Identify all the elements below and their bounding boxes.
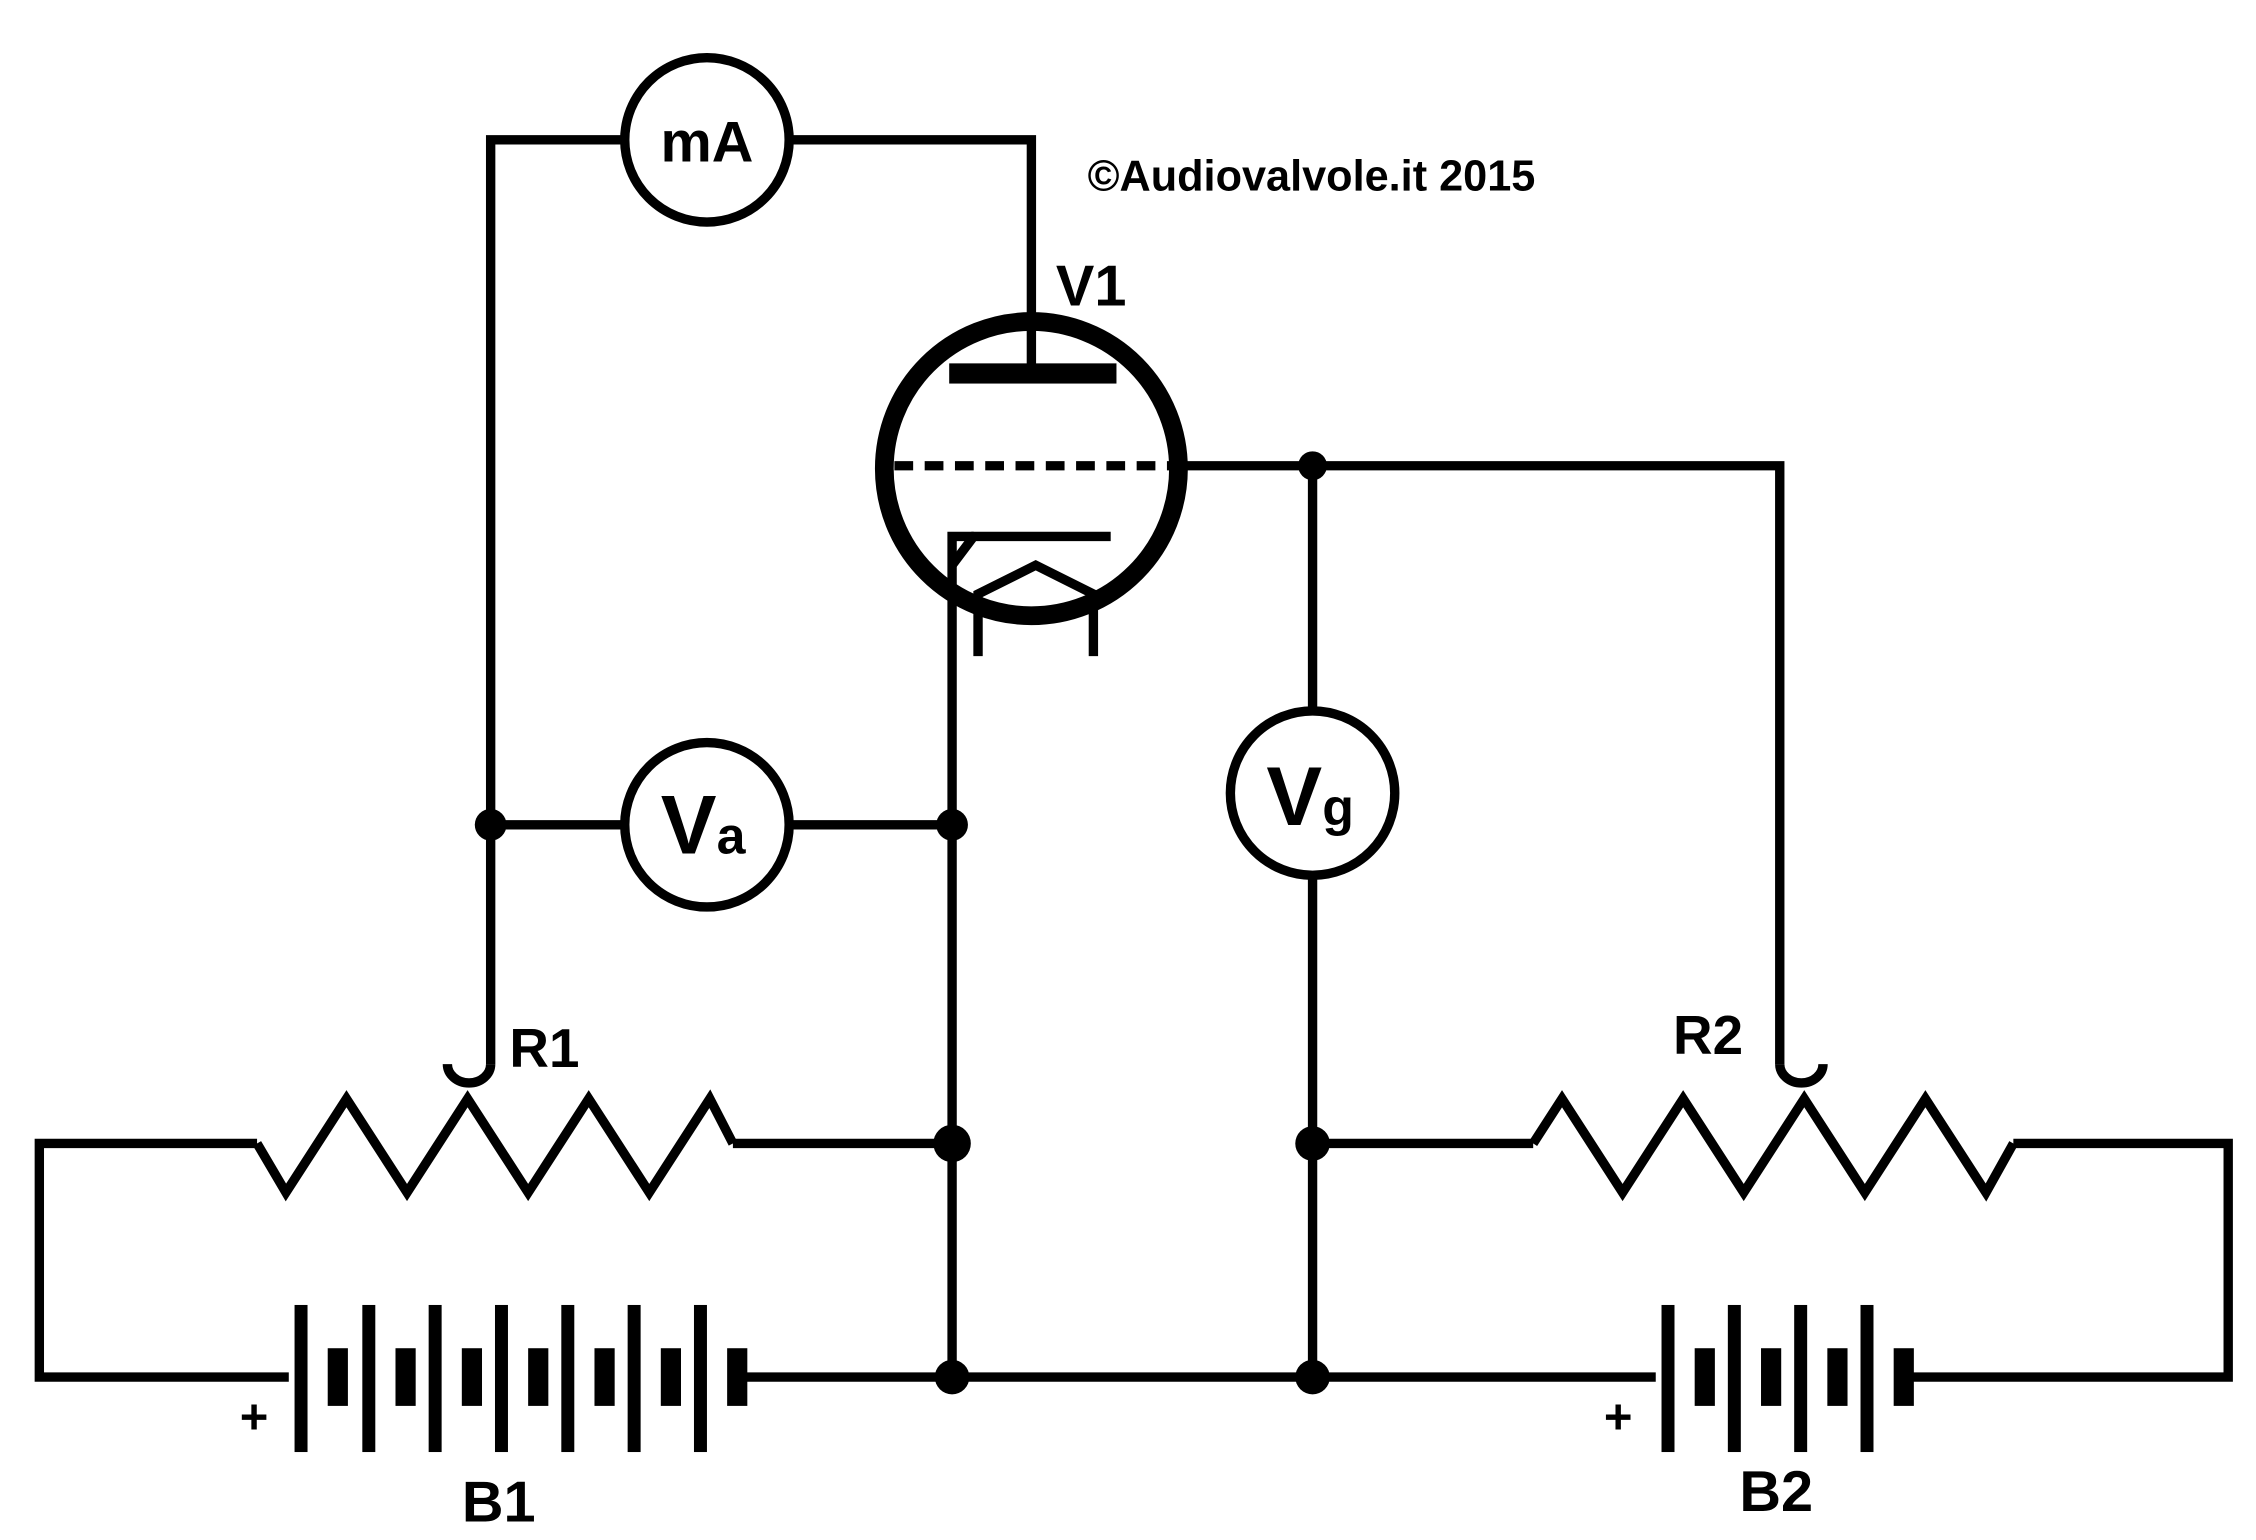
triode-v1 — [874, 312, 1188, 657]
resistor-r2-label: R2 — [1673, 1004, 1743, 1066]
grid-voltmeter-circle — [1225, 706, 1400, 880]
r1-wiper-arrow — [442, 1063, 496, 1088]
battery-b2-label: B2 — [1739, 1460, 1813, 1524]
anode-voltmeter-subscript: a — [717, 808, 747, 866]
grid-voltmeter-v: V — [1266, 749, 1322, 843]
junction-dot — [933, 1124, 971, 1163]
battery-b2 — [1661, 1304, 1914, 1453]
resistor-r1-label: R1 — [509, 1017, 579, 1079]
r2-wiper-arrow — [1775, 1063, 1828, 1088]
wire-b2-to-r2-right — [1910, 1138, 2233, 1382]
tube-label: V1 — [1056, 255, 1127, 319]
milliammeter-label: mA — [660, 110, 753, 174]
junction-dot — [934, 1359, 970, 1395]
wire-r1-left-to-b1 — [34, 1138, 289, 1382]
tube-envelope — [874, 312, 1188, 626]
heater-filament — [973, 560, 1099, 657]
junctions — [474, 451, 1330, 1395]
junction-dot — [1295, 1126, 1330, 1161]
battery-b1-plus: + — [240, 1390, 269, 1444]
wire-cathode-column — [947, 531, 974, 1378]
anode-voltmeter-v: V — [661, 778, 717, 872]
resistor-r1 — [253, 1089, 738, 1202]
junction-dot — [474, 808, 507, 841]
battery-b2-plus: + — [1604, 1390, 1633, 1444]
copyright-text: ©Audiovalvole.it 2015 — [1088, 152, 1536, 200]
resistor-r2 — [1529, 1090, 2018, 1202]
junction-dot — [936, 808, 968, 841]
cathode — [948, 531, 1111, 569]
battery-b1-label: B1 — [462, 1470, 536, 1534]
grid-voltmeter-label: Vg — [1266, 749, 1354, 843]
wire-grid-to-r2-wiper — [1179, 461, 1785, 1065]
anode-plate — [949, 363, 1117, 384]
junction-dot — [1298, 451, 1327, 481]
anode-voltmeter-circle — [620, 737, 794, 912]
anode-voltmeter-label: Va — [661, 778, 747, 872]
junction-dot — [1295, 1359, 1330, 1395]
wires — [34, 135, 2233, 1382]
milliammeter-circle — [620, 52, 794, 227]
grid-voltmeter-subscript: g — [1322, 779, 1354, 837]
battery-b1 — [294, 1304, 748, 1453]
